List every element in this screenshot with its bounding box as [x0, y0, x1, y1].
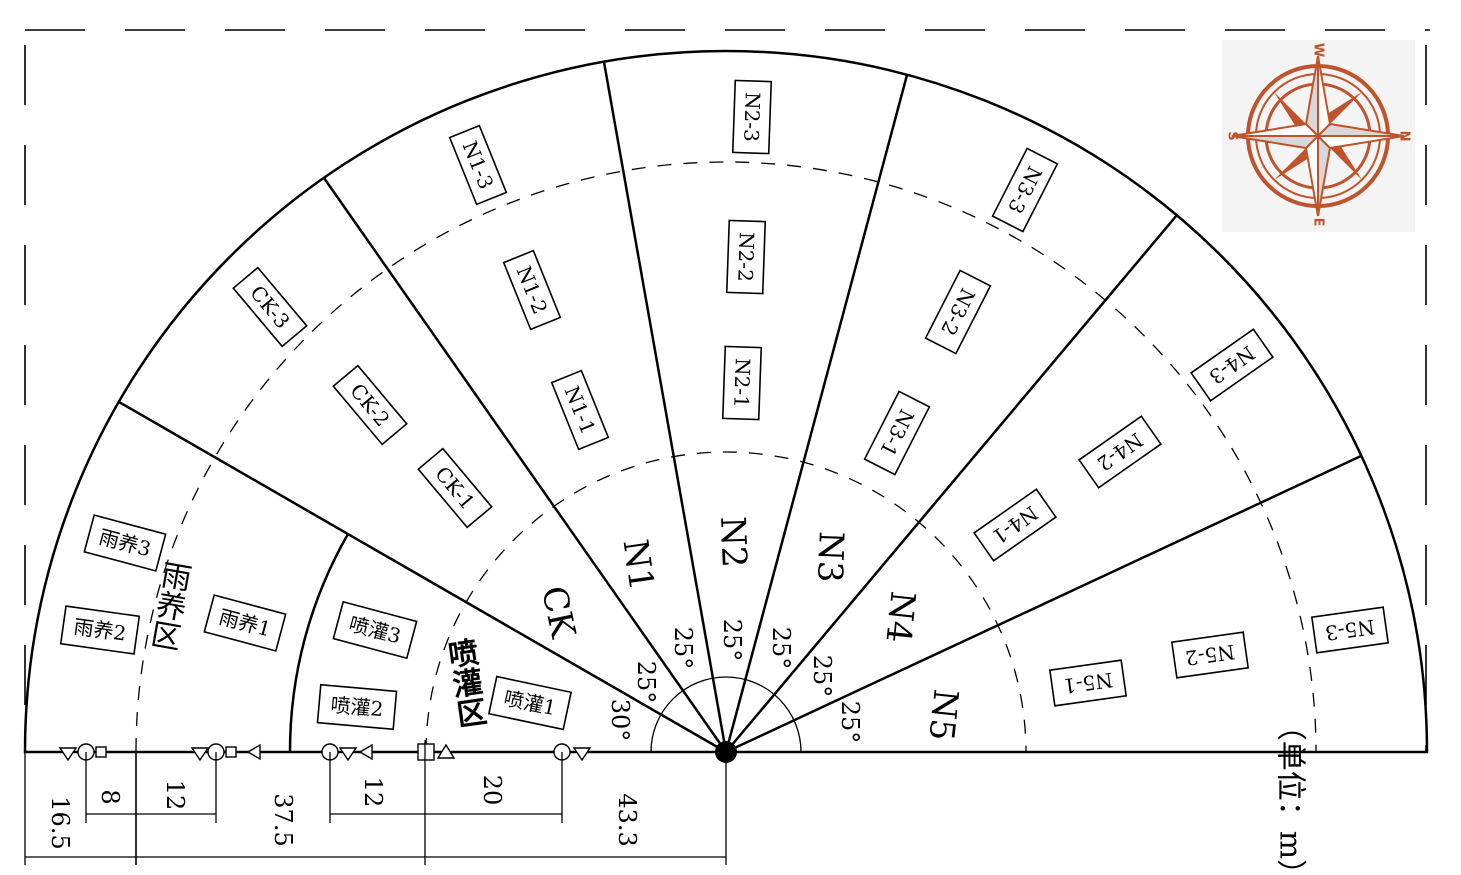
dimension-labels: 16.5 8 12 37.5 12 20 43.3: [46, 775, 641, 850]
plot-ck-2: CK-2: [332, 364, 408, 446]
plot-n2-2: N2-2: [725, 219, 767, 295]
dimension-label: 16.5: [46, 796, 74, 849]
angle-label: 30°: [606, 699, 634, 742]
plot-n5-1: N5-1: [1048, 659, 1128, 707]
compass-s-label: S: [1225, 131, 1240, 140]
angle-label: 25°: [718, 619, 746, 662]
sector-n1: N1: [615, 537, 662, 593]
plot-rain-2: 雨养2: [59, 605, 141, 655]
svg-text:N2-2: N2-2: [733, 232, 759, 283]
rain-zone-name: 雨养区: [143, 558, 193, 653]
dimension-label: 12: [161, 780, 189, 811]
plot-n1-2: N1-2: [502, 249, 562, 331]
dimension-label: 8: [96, 789, 124, 804]
angle-label: 25°: [836, 701, 864, 744]
sector-ck: CK: [533, 583, 583, 642]
plot-spray-2: 喷灌2: [316, 683, 398, 731]
svg-text:N2-1: N2-1: [729, 358, 755, 409]
compass-w-label: W: [1311, 43, 1326, 57]
dimension-lines: [24, 740, 727, 865]
plot-n2-1: N2-1: [721, 345, 763, 421]
spray-zone-boundary: [288, 533, 350, 753]
angle-labels: 30° 25° 25° 25° 25° 25° 25°: [606, 619, 864, 744]
plot-ck-1: CK-1: [417, 447, 493, 529]
sector-n5: N5: [920, 687, 965, 742]
outer-dashed-ring: [135, 161, 1317, 753]
sector-n4: N4: [877, 589, 922, 644]
dimension-label: 37.5: [269, 793, 297, 846]
outer-semicircle: [23, 49, 1429, 754]
plot-n5-2: N5-2: [1170, 631, 1250, 679]
plot-ck-3: CK-3: [232, 266, 308, 348]
plot-rain-3: 雨养3: [83, 514, 167, 572]
angle-label: 25°: [808, 655, 836, 698]
plot-labels: CK-1 CK-2 CK-3 N1-1 N1-2 N1-3 N2-1 N2-2 …: [59, 79, 1390, 731]
sector-lines: [118, 61, 1362, 754]
compass-e-label: E: [1311, 218, 1326, 227]
compass-n-label: N: [1397, 131, 1412, 142]
plot-rain-1: 雨养1: [203, 594, 287, 652]
unit-label: （单位：m）: [1273, 711, 1308, 875]
plot-n4-3: N4-3: [1190, 328, 1274, 402]
plot-n4-1: N4-1: [973, 488, 1057, 562]
dimension-label: 43.3: [613, 793, 641, 846]
angle-label: 25°: [767, 627, 795, 670]
plot-n2-3: N2-3: [731, 79, 773, 155]
angle-arc: [650, 676, 802, 753]
plot-n4-2: N4-2: [1078, 415, 1162, 489]
spray-zone-name: 喷灌区: [440, 636, 488, 730]
sector-n3: N3: [809, 531, 851, 584]
plot-n3-3: N3-3: [991, 147, 1059, 233]
sector-n2: N2: [712, 516, 754, 569]
plot-spray-1: 喷灌1: [487, 675, 573, 731]
svg-text:N2-3: N2-3: [739, 92, 765, 143]
compass-rose-icon: W E S N: [1222, 40, 1415, 232]
plot-n5-3: N5-3: [1310, 606, 1390, 654]
sector-names: CK N1 N2 N3 N4 N5: [533, 516, 965, 743]
plot-n1-3: N1-3: [448, 124, 508, 206]
angle-label: 25°: [669, 627, 697, 670]
plot-spray-3: 喷灌3: [332, 600, 418, 660]
dimension-label: 20: [478, 775, 506, 806]
angle-label: 25°: [632, 661, 660, 704]
baseline-markers: [58, 743, 592, 762]
inner-dashed-ring: [425, 451, 1027, 753]
svg-text:喷灌2: 喷灌2: [330, 693, 385, 722]
plot-n3-1: N3-1: [863, 390, 931, 476]
plot-n3-2: N3-2: [924, 269, 992, 355]
dimension-label: 12: [359, 777, 387, 808]
plot-n1-1: N1-1: [550, 369, 610, 451]
